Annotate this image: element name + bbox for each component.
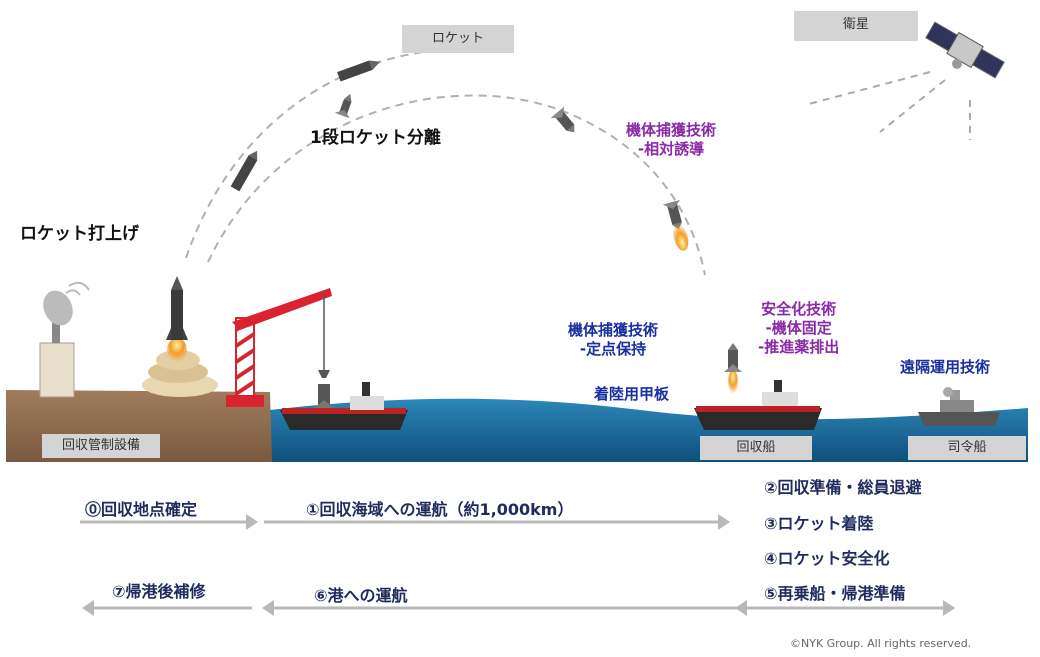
rocket-icon [337,60,381,82]
rocket-icon [550,106,575,133]
step-5: ⑤再乗船・帰港準備 [764,584,906,603]
safety-sub-1: -機体固定 [765,318,832,337]
recovery-ship-box: 回収船 [700,436,812,460]
capture-station-sub: -定点保持 [579,339,647,358]
return-trajectory [207,94,706,276]
crane-icon [226,288,336,410]
safety-sub-2: -推進薬排出 [758,337,840,356]
command-ship-box: 司令船 [908,436,1026,460]
capture-relative-tech: 機体捕獲技術 -相対誘導 [626,121,716,159]
ship-icon [280,382,408,430]
satellite-link-line [804,71,931,106]
stage-separation-label: 1段ロケット分離 [310,128,441,148]
capture-station-title: 機体捕獲技術 [568,321,659,339]
safety-tech: 安全化技術 -機体固定 -推進薬排出 [758,300,839,356]
launch-trajectory [185,49,441,259]
timeline-arrows [80,514,955,616]
sea [270,398,1028,462]
step-4: ④ロケット安全化 [764,549,890,568]
step-1: ①回収海域への運航（約1,000km） [306,500,574,519]
recovery-ship-icon [694,343,822,430]
antenna-icon [39,281,90,398]
capture-relative-sub: -相対誘導 [637,139,705,158]
landing-deck-label: 着陸用甲板 [594,385,670,403]
capture-relative-title: 機体捕獲技術 [626,121,717,139]
rocket-icon [662,200,689,251]
remote-ops-tech: 遠隔運用技術 [900,358,991,376]
rocket-icon [230,150,258,192]
launch-rocket-icon [142,276,218,397]
step-2: ②回収準備・総員退避 [764,478,922,497]
safety-title: 安全化技術 [761,300,837,318]
launch-label: ロケット打上げ [20,224,139,244]
satellite-icon [925,21,1005,79]
rocket-label-box: ロケット [402,25,514,53]
satellite-label-box: 衛星 [794,11,918,41]
step-3: ③ロケット着陸 [764,514,874,533]
copyright: ©NYK Group. All rights reserved. [790,637,972,650]
step-0: ⓪回収地点確定 [85,500,198,519]
satellite-link-line [879,79,946,133]
recovery-facility-box: 回収管制設備 [42,434,160,458]
step-6: ⑥港への運航 [314,586,408,605]
command-ship-icon [918,387,1000,426]
capture-station-tech: 機体捕獲技術 -定点保持 [568,321,658,359]
rocket-icon [334,93,352,119]
step-7: ⑦帰港後補修 [112,582,206,601]
